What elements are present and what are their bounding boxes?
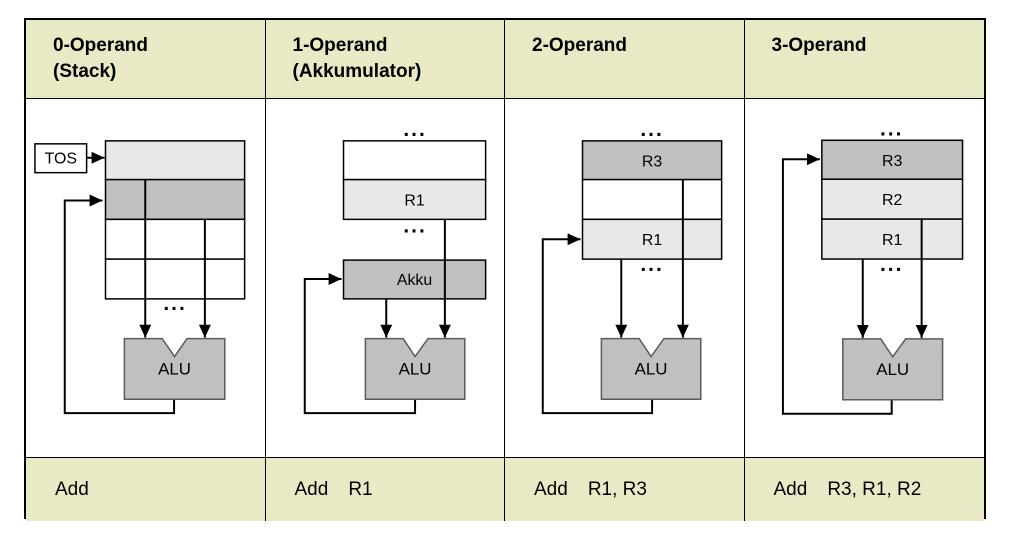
register-cell-r1 <box>342 178 486 221</box>
register-cell-r3 <box>820 139 963 180</box>
instruction-cell-stack: Add <box>26 457 266 521</box>
registers-ellipsis-bottom: ... <box>403 214 426 237</box>
instruction-operands: R1, R3 <box>587 478 647 500</box>
instruction-operands: R3, R1, R2 <box>827 478 922 500</box>
registers-ellipsis-top: ... <box>879 117 902 140</box>
register-label-r2: R2 <box>881 192 902 209</box>
alu-shape <box>364 337 465 400</box>
register-label-r1: R1 <box>642 232 662 249</box>
alu-shape <box>600 337 702 400</box>
akku-label: Akku <box>396 272 431 289</box>
registers-ellipsis-top: ... <box>403 118 426 141</box>
register-cell-r2 <box>820 178 963 220</box>
header-cell-1-operand: 1-Operand (Akkumulator) <box>265 20 505 99</box>
register-label-r1: R1 <box>404 192 424 209</box>
register-cell-r1 <box>581 218 723 260</box>
alu-shape <box>841 338 943 401</box>
registers-ellipsis-top: ... <box>640 118 663 141</box>
stack-cell-third <box>104 218 246 260</box>
alu-result-feedback-wire <box>63 194 176 415</box>
instruction-operands: R1 <box>348 478 373 500</box>
registers-ellipsis-bottom: ... <box>640 253 663 276</box>
header-line-2: (Stack) <box>53 61 117 82</box>
diagram-2-operand: ... R3 R1 ... ALU <box>541 118 723 415</box>
header-line-1: 2-Operand <box>532 35 628 56</box>
register-cell-empty <box>581 178 723 221</box>
diagram-3-operand: ... R3 R2 R1 ... ALU <box>781 117 963 415</box>
instruction-mnemonic: Add <box>55 478 89 500</box>
register-cell-empty <box>342 140 486 181</box>
instruction-mnemonic: Add <box>294 478 329 500</box>
register-label-r3: R3 <box>881 153 902 170</box>
instruction-mnemonic: Add <box>773 478 808 500</box>
diagram-cell-stack: TOS ... ALU <box>26 99 266 457</box>
stack-ellipsis: ... <box>163 292 186 315</box>
alu-shape <box>123 337 226 400</box>
diagram-1-operand-accumulator: ... R1 ... Akku ALU <box>303 118 486 415</box>
instruction-cell-accumulator: Add R1 <box>265 457 505 521</box>
header-line-1: 3-Operand <box>771 35 867 56</box>
tos-label: TOS <box>45 151 77 168</box>
alu-result-feedback-wire <box>541 233 654 415</box>
tos-box <box>34 143 88 174</box>
diagram-cell-accumulator: ... R1 ... Akku ALU <box>265 99 505 457</box>
instruction-cell-2-operand: Add R1, R3 <box>505 457 745 521</box>
register-label-r1: R1 <box>881 232 902 249</box>
header-line-1: 0-Operand <box>53 35 149 56</box>
diagram-cell-3-operand: ... R3 R2 R1 ... ALU <box>744 99 984 457</box>
register-cell-r1 <box>820 218 963 260</box>
stack-cell-second <box>104 178 246 221</box>
alu-label: ALU <box>876 360 909 379</box>
operand-architecture-table: 0-Operand (Stack) 1-Operand (Akkumulator… <box>24 18 986 521</box>
header-cell-2-operand: 2-Operand <box>505 20 745 99</box>
diagram-cell-2-operand: ... R3 R1 ... ALU <box>505 99 745 457</box>
header-cell-0-operand: 0-Operand (Stack) <box>26 20 266 99</box>
alu-label: ALU <box>398 359 431 378</box>
akku-box <box>342 259 486 300</box>
stack-cell-fourth <box>104 258 246 300</box>
diagram-0-operand-stack: TOS ... ALU <box>34 140 246 415</box>
header-line-2: (Akkumulator) <box>292 61 422 82</box>
register-label-r3: R3 <box>642 154 662 171</box>
instruction-mnemonic: Add <box>534 478 568 500</box>
alu-result-feedback-wire <box>781 153 893 415</box>
registers-ellipsis-bottom: ... <box>879 253 902 276</box>
header-line-1: 1-Operand <box>292 35 388 56</box>
alu-result-feedback-wire <box>303 273 416 415</box>
alu-label: ALU <box>635 359 668 378</box>
alu-label: ALU <box>158 359 191 378</box>
header-cell-3-operand: 3-Operand <box>744 20 984 99</box>
instruction-cell-3-operand: Add R3, R1, R2 <box>744 457 984 521</box>
stack-cell-top <box>104 140 246 181</box>
